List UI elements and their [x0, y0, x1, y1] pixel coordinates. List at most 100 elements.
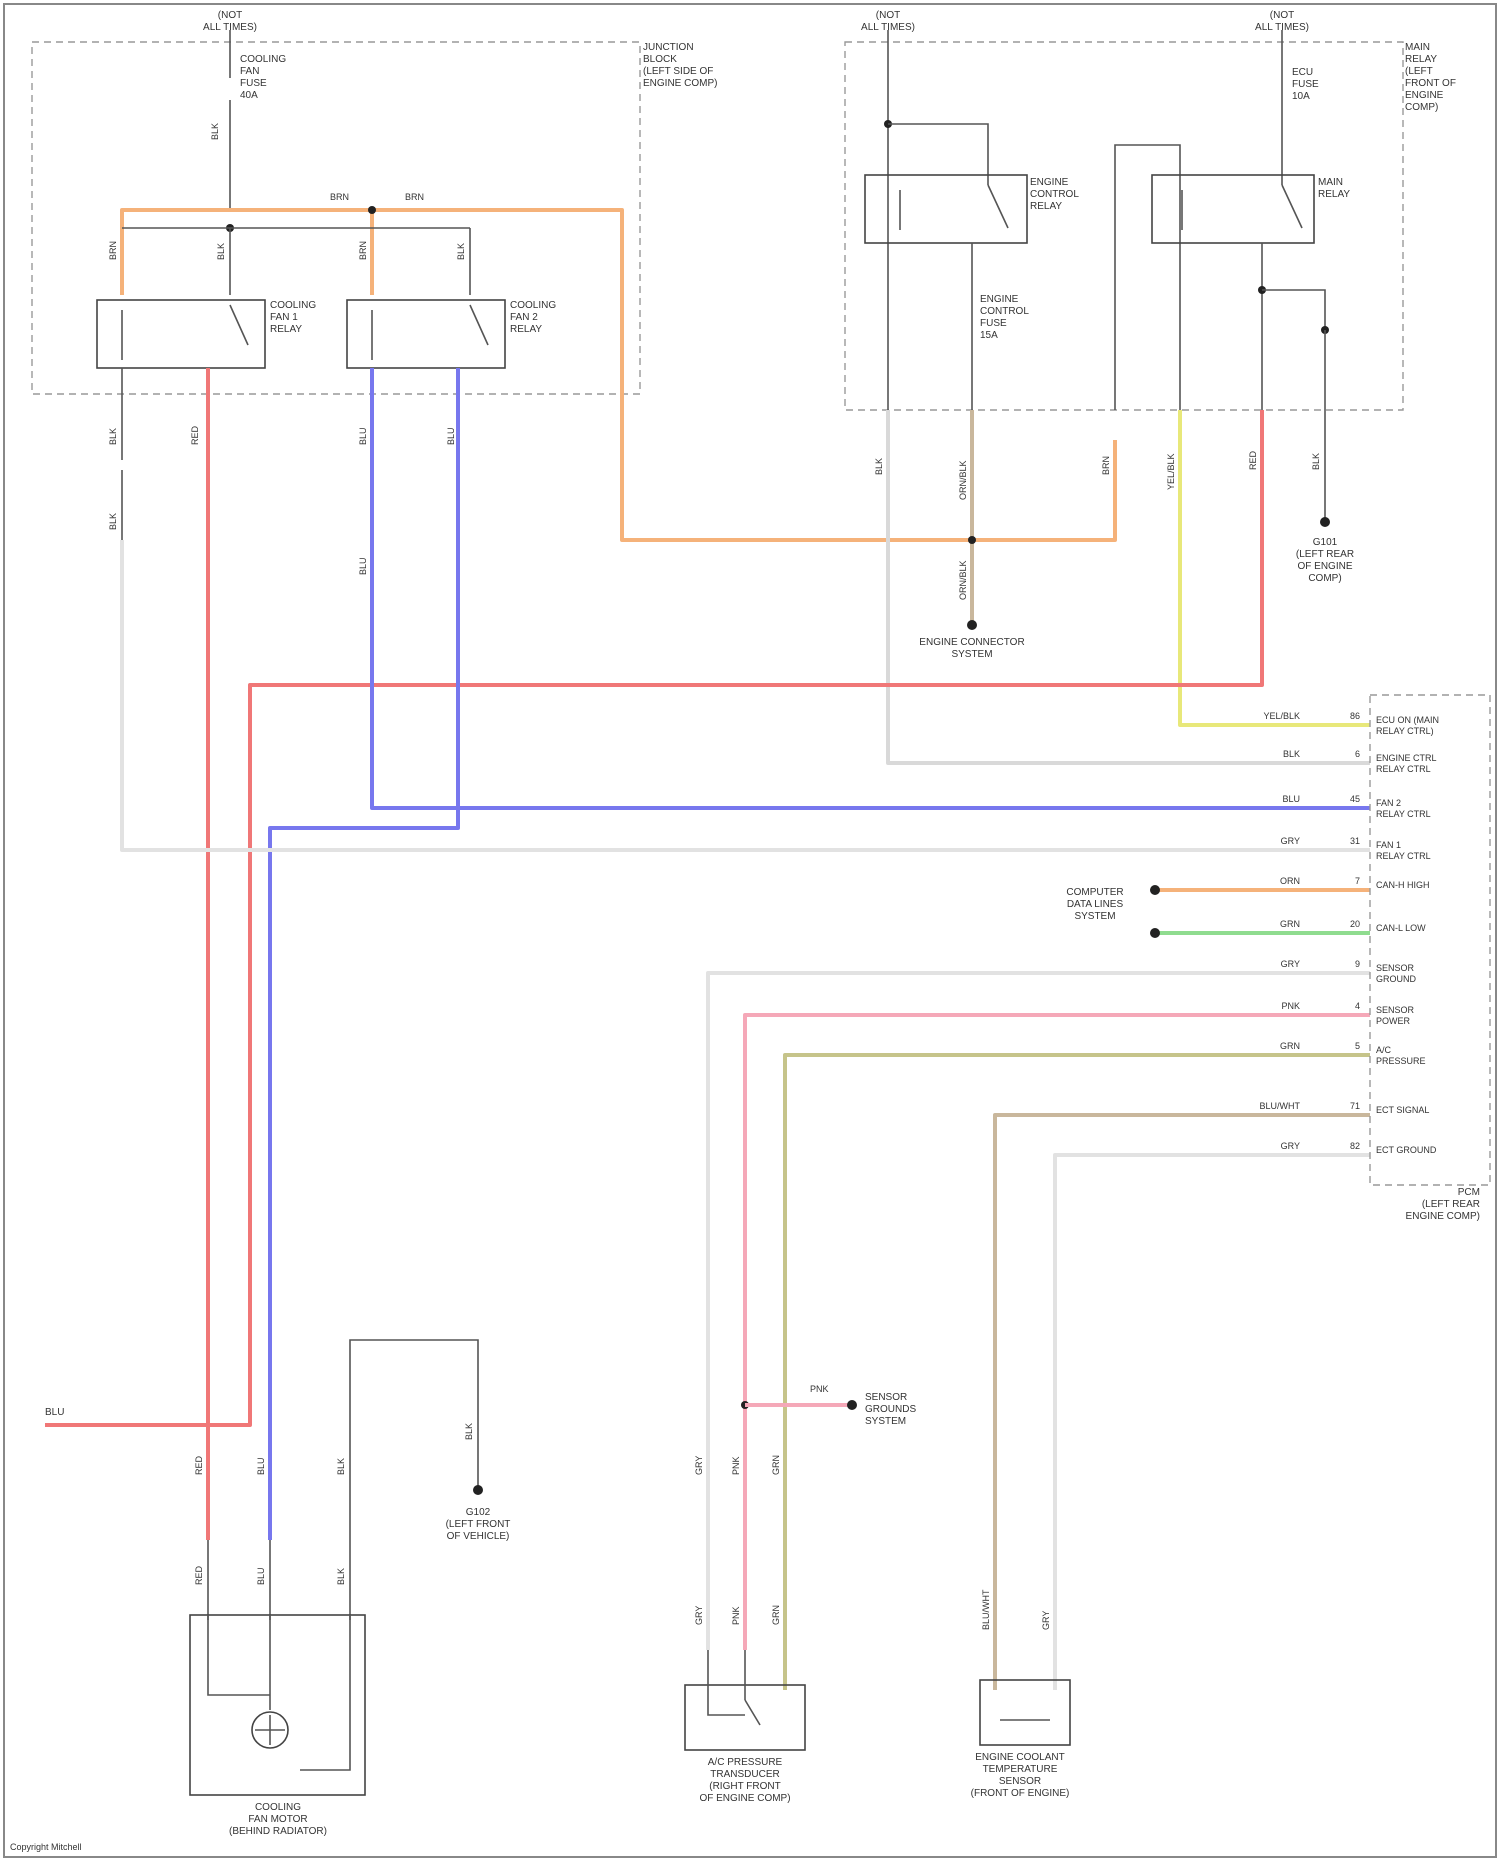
svg-text:RED: RED — [1248, 450, 1258, 470]
ect-ground-wire — [1055, 1155, 1370, 1690]
pcm-pin-number: 45 — [1350, 794, 1360, 804]
svg-text:BLK: BLK — [1311, 453, 1321, 470]
ground-g101: G101 (LEFT REAR OF ENGINE COMP) — [1296, 410, 1354, 584]
sensor-tap: PNK SENSOR GROUNDS SYSTEM — [741, 1384, 916, 1427]
pcm-pin-label: RELAY CTRL — [1376, 809, 1431, 819]
pcm-pin-number: 86 — [1350, 711, 1360, 721]
blue-wire-2 — [270, 368, 458, 1540]
fuse-mid-label: ENGINE — [980, 294, 1019, 305]
svg-text:(LEFT FRONT: (LEFT FRONT — [446, 1519, 511, 1530]
pcm-pin-number: 31 — [1350, 836, 1360, 846]
svg-text:BLU: BLU — [45, 1407, 64, 1418]
svg-text:(NOT: (NOT — [1270, 10, 1294, 21]
pcm-pin-number: 82 — [1350, 1141, 1360, 1151]
svg-text:YEL/BLK: YEL/BLK — [1166, 453, 1176, 490]
svg-text:OF VEHICLE): OF VEHICLE) — [447, 1531, 510, 1542]
svg-text:BLK: BLK — [210, 123, 220, 140]
pcm-pin-label: RELAY CTRL — [1376, 764, 1431, 774]
main-relay: MAIN RELAY — [1152, 175, 1350, 243]
svg-text:RED: RED — [194, 1565, 204, 1585]
svg-text:BLK: BLK — [336, 1568, 346, 1585]
svg-text:FUSE: FUSE — [980, 318, 1007, 329]
engine-connector: ORN/BLK ENGINE CONNECTOR SYSTEM — [919, 410, 1024, 660]
pcm-pin-number: 20 — [1350, 919, 1360, 929]
pcm-pin-wire: ORN — [1280, 876, 1300, 886]
svg-text:BLK: BLK — [108, 513, 118, 530]
svg-text:GROUNDS: GROUNDS — [865, 1404, 916, 1415]
svg-text:FAN: FAN — [240, 66, 259, 77]
svg-text:CONTROL: CONTROL — [1030, 189, 1079, 200]
pcm-pin-label: ECU ON (MAIN — [1376, 715, 1439, 725]
pcm-pin-number: 5 — [1355, 1041, 1360, 1051]
svg-text:(LEFT: (LEFT — [1405, 66, 1433, 77]
svg-text:GRY: GRY — [694, 1456, 704, 1475]
cooling-fan-2-relay: COOLING FAN 2 RELAY — [347, 300, 556, 368]
svg-text:BLK: BLK — [108, 428, 118, 445]
svg-text:GRN: GRN — [771, 1605, 781, 1625]
svg-text:OF ENGINE: OF ENGINE — [1297, 561, 1352, 572]
cooling-fan-1-relay: COOLING FAN 1 RELAY — [97, 300, 316, 368]
junction-block-right: (NOT ALL TIMES) (NOT ALL TIMES) MAIN REL… — [845, 10, 1456, 500]
pcm-pin-label: SENSOR — [1376, 963, 1415, 973]
svg-text:BLK: BLK — [874, 458, 884, 475]
svg-text:RELAY: RELAY — [1030, 201, 1062, 212]
sensor-ground-wire — [708, 973, 1370, 1650]
svg-text:RED: RED — [194, 1455, 204, 1475]
svg-text:COOLING: COOLING — [270, 300, 316, 311]
svg-text:GRY: GRY — [1041, 1611, 1051, 1630]
pcm-pin-label: PRESSURE — [1376, 1056, 1426, 1066]
pcm-pin-label: A/C — [1376, 1045, 1392, 1055]
svg-text:FAN MOTOR: FAN MOTOR — [248, 1814, 307, 1825]
svg-text:BRN: BRN — [330, 192, 349, 202]
svg-text:ENGINE COOLANT: ENGINE COOLANT — [975, 1752, 1064, 1763]
svg-text:PNK: PNK — [731, 1606, 741, 1625]
svg-text:COOLING: COOLING — [255, 1802, 301, 1813]
left-input: BLU — [45, 1407, 64, 1418]
svg-text:DATA LINES: DATA LINES — [1067, 899, 1124, 910]
svg-text:ENGINE CONNECTOR: ENGINE CONNECTOR — [919, 637, 1024, 648]
svg-text:PNK: PNK — [731, 1456, 741, 1475]
pcm-pin-wire: GRY — [1281, 959, 1300, 969]
fuse-right-label: ECU — [1292, 67, 1313, 78]
footer-copyright: Copyright Mitchell — [10, 1842, 82, 1852]
svg-text:OF ENGINE COMP): OF ENGINE COMP) — [699, 1793, 790, 1804]
svg-text:(LEFT REAR: (LEFT REAR — [1296, 549, 1354, 560]
svg-text:BRN: BRN — [405, 192, 424, 202]
pcm-pin-wire: GRN — [1280, 1041, 1300, 1051]
svg-text:PCM: PCM — [1458, 1187, 1480, 1198]
pcm-pin-wire: GRN — [1280, 919, 1300, 929]
page-frame — [4, 4, 1496, 1857]
svg-text:G101: G101 — [1313, 537, 1338, 548]
fuse-left-header: (NOT — [218, 10, 242, 21]
svg-text:BLK: BLK — [216, 243, 226, 260]
pcm-pin-label: ECT GROUND — [1376, 1145, 1437, 1155]
pcm-pin-number: 6 — [1355, 749, 1360, 759]
svg-text:FAN 2: FAN 2 — [510, 312, 538, 323]
svg-text:BLU: BLU — [256, 1457, 266, 1475]
svg-text:COMP): COMP) — [1405, 102, 1438, 113]
pcm-pin-label: GROUND — [1376, 974, 1416, 984]
svg-text:BLU: BLU — [256, 1567, 266, 1585]
pcm-pin-wire: PNK — [1281, 1001, 1300, 1011]
svg-text:A/C PRESSURE: A/C PRESSURE — [708, 1757, 783, 1768]
svg-text:FUSE: FUSE — [1292, 79, 1319, 90]
engine-coolant-temp-sensor: ENGINE COOLANT TEMPERATURE SENSOR (FRONT… — [971, 1680, 1070, 1799]
pcm-pin-label: FAN 2 — [1376, 798, 1401, 808]
svg-text:(LEFT REAR: (LEFT REAR — [1422, 1199, 1480, 1210]
svg-text:BRN: BRN — [1101, 456, 1111, 475]
pcm-pin-label: RELAY CTRL — [1376, 851, 1431, 861]
svg-text:MAIN: MAIN — [1405, 42, 1430, 53]
svg-text:TEMPERATURE: TEMPERATURE — [983, 1764, 1058, 1775]
svg-text:RELAY: RELAY — [1318, 189, 1350, 200]
junction-left-label: JUNCTION — [643, 42, 694, 53]
blue-wire-1 — [372, 368, 1370, 808]
svg-text:COMP): COMP) — [1308, 573, 1341, 584]
svg-text:10A: 10A — [1292, 91, 1310, 102]
svg-text:ENGINE: ENGINE — [1030, 177, 1069, 188]
svg-text:SYSTEM: SYSTEM — [1074, 911, 1115, 922]
svg-text:RELAY: RELAY — [510, 324, 542, 335]
svg-text:40A: 40A — [240, 90, 258, 101]
fuse-block-left: (NOT ALL TIMES) JUNCTION BLOCK (LEFT SID… — [32, 10, 1115, 575]
svg-text:BRN: BRN — [358, 241, 368, 260]
